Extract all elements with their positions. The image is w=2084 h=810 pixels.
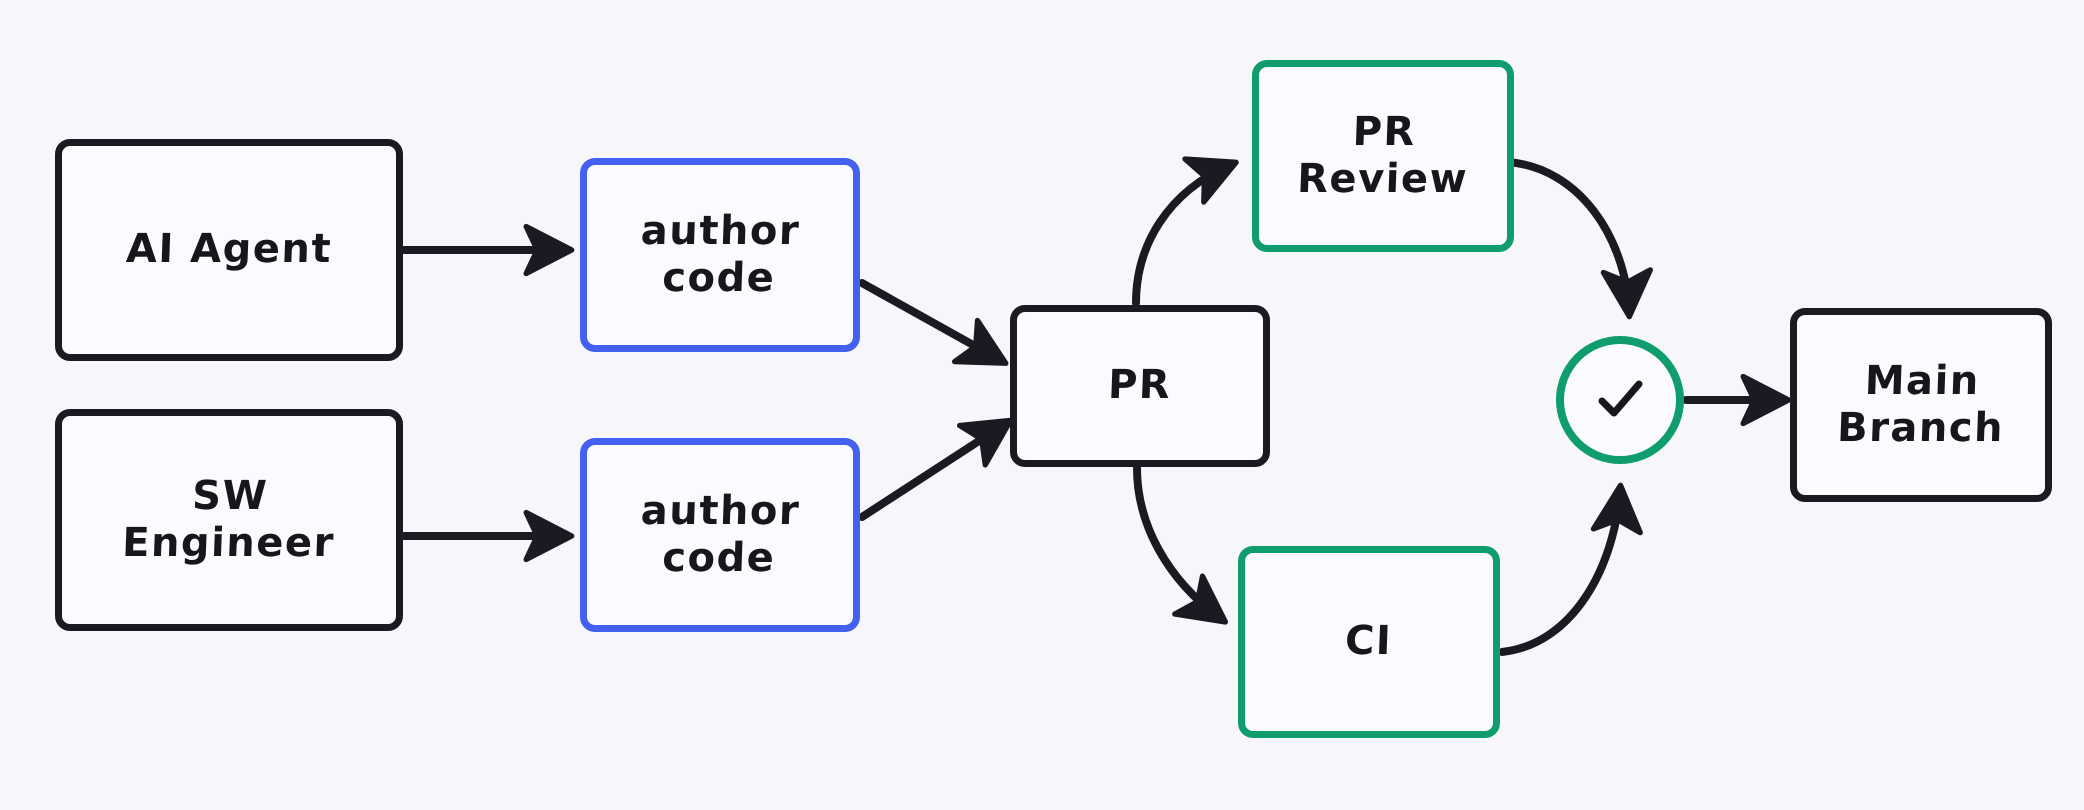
node-pr-label: PR: [1107, 362, 1173, 409]
check-badge[interactable]: [1556, 336, 1684, 464]
node-author-code-agent-label: author code: [640, 207, 802, 301]
node-pr[interactable]: PR: [1010, 305, 1270, 467]
edge-ci-to-check: [1498, 482, 1643, 656]
node-ai-agent-label: AI Agent: [125, 226, 333, 273]
node-pr-review[interactable]: PR Review: [1252, 60, 1514, 252]
node-main-branch[interactable]: Main Branch: [1790, 308, 2052, 502]
edge-pr-review-to-check: [1504, 158, 1653, 320]
node-main-branch-label: Main Branch: [1835, 357, 2005, 451]
node-ci[interactable]: CI: [1238, 546, 1500, 738]
edge-pr-to-ci: [1133, 464, 1229, 625]
node-sw-engineer-label: SW Engineer: [121, 472, 336, 566]
edge-author-code-engineer-to-pr: [858, 417, 1014, 521]
node-author-code-engineer-label: author code: [640, 487, 802, 581]
edge-author-code-agent-to-pr: [858, 279, 1009, 366]
node-sw-engineer[interactable]: SW Engineer: [55, 409, 403, 631]
node-ai-agent[interactable]: AI Agent: [55, 139, 403, 361]
node-ci-label: CI: [1344, 618, 1394, 665]
edge-pr-to-pr-review: [1132, 156, 1239, 307]
check-icon: [1587, 367, 1653, 433]
node-author-code-engineer[interactable]: author code: [580, 438, 860, 632]
node-author-code-agent[interactable]: author code: [580, 158, 860, 352]
node-pr-review-label: PR Review: [1295, 108, 1469, 202]
